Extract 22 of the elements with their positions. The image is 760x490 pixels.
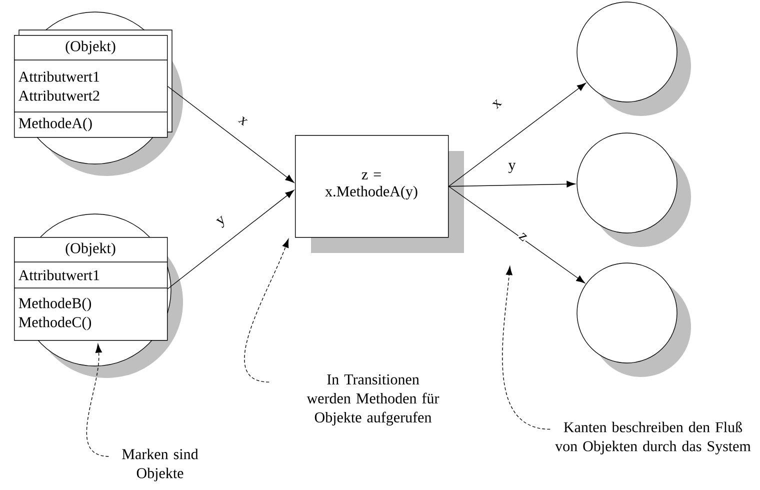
arrow — [167, 190, 294, 290]
place-circle — [576, 2, 691, 116]
arrow — [167, 86, 294, 183]
edge-label: y — [214, 214, 230, 230]
leader-line — [244, 238, 289, 382]
note-text: Marken sind Objekte — [122, 448, 198, 482]
edge-label: x — [236, 114, 250, 128]
edge-label: x — [490, 98, 504, 110]
note-text: Kanten beschreiben den Fluß von Objekten durch das System — [555, 422, 751, 454]
arrow — [448, 82, 586, 187]
edge-label: y — [507, 162, 517, 174]
place-circle — [576, 262, 691, 377]
note-text: In Transitionen werden Methoden für Objekte aufgerufen — [306, 374, 440, 426]
object-card: (Objekt) Attributwert1 Attributwert2 MethodeA() — [14, 30, 172, 138]
arrow — [448, 186, 586, 284]
transition-box: z = x.MethodeA(y) — [295, 135, 464, 253]
place-circle — [576, 132, 691, 247]
arrow — [448, 180, 576, 188]
leader-line — [86, 344, 109, 457]
leader-line — [502, 266, 550, 430]
edge-label: z — [516, 230, 530, 244]
object-card: (Objekt) Attributwert1 MethodeB() MethodeC() — [14, 237, 168, 341]
